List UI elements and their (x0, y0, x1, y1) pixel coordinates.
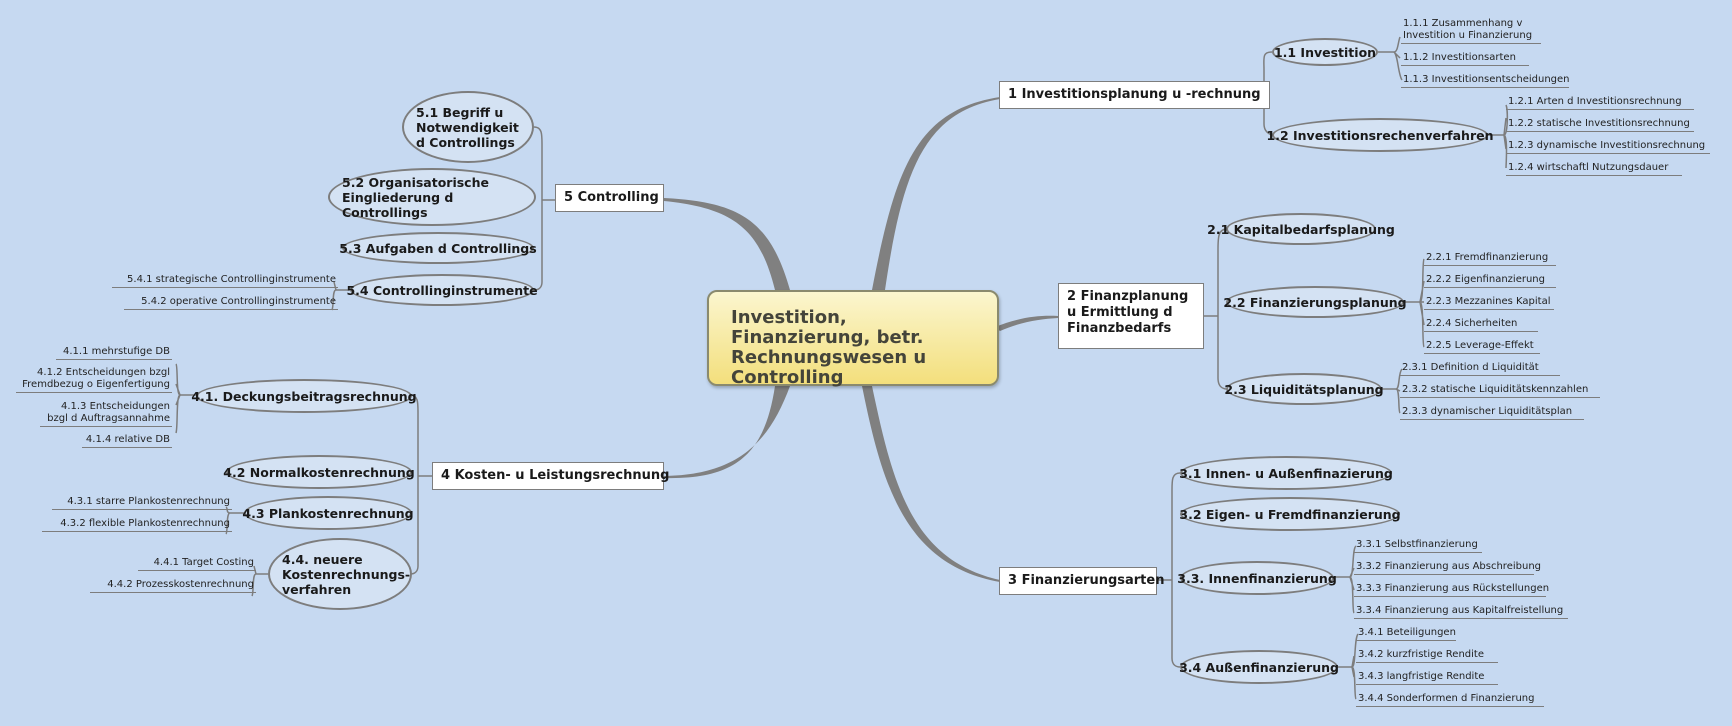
leaf-1-2-4[interactable]: 1.2.4 wirtschaftl Nutzungsdauer (1506, 162, 1682, 176)
topic-3-2[interactable]: 3.2 Eigen- u Fremdfinanzierung (1179, 497, 1401, 531)
leaf-3-3-4[interactable]: 3.3.4 Finanzierung aus Kapitalfreistellu… (1354, 605, 1568, 619)
topic-1-2[interactable]: 1.2 Investitionsrechenverfahren (1267, 118, 1494, 152)
topic-5-2[interactable]: 5.2 Organisatorische Eingliederung d Con… (328, 168, 536, 226)
topic-4-2[interactable]: 4.2 Normalkostenrechnung (223, 455, 415, 489)
leaf-4-3-2[interactable]: 4.3.2 flexible Plankostenrechnung (42, 518, 232, 532)
leaf-3-3-3[interactable]: 3.3.3 Finanzierung aus Rückstellungen (1354, 583, 1549, 597)
leaf-1-2-2[interactable]: 1.2.2 statische Investitionsrechnung (1506, 118, 1694, 132)
topic-5-3[interactable]: 5.3 Aufgaben d Controllings (339, 232, 537, 264)
leaf-2-3-3[interactable]: 2.3.3 dynamischer Liquiditätsplan (1400, 406, 1584, 420)
branch-1-topic[interactable]: 1 Investitionsplanung u -rechnung (999, 81, 1270, 109)
leaf-5-4-1[interactable]: 5.4.1 strategische Controllinginstrument… (112, 274, 338, 288)
leaf-1-1-2[interactable]: 1.1.2 Investitionsarten (1401, 52, 1529, 66)
leaf-2-3-2[interactable]: 2.3.2 statische Liquiditätskennzahlen (1400, 384, 1600, 398)
leaf-4-3-1[interactable]: 4.3.1 starre Plankostenrechnung (52, 496, 232, 510)
topic-1-1[interactable]: 1.1 Investition (1272, 38, 1378, 66)
leaf-5-4-2[interactable]: 5.4.2 operative Controllinginstrumente (124, 296, 338, 310)
topic-3-1[interactable]: 3.1 Innen- u Außenfinazierung (1179, 456, 1393, 490)
leaf-3-4-1[interactable]: 3.4.1 Beteiligungen (1356, 627, 1456, 641)
leaf-2-2-1[interactable]: 2.2.1 Fremdfinanzierung (1424, 252, 1556, 266)
leaf-1-1-1[interactable]: 1.1.1 Zusammenhang v Investition u Finan… (1401, 18, 1541, 44)
leaf-3-4-3[interactable]: 3.4.3 langfristige Rendite (1356, 671, 1498, 685)
topic-3-3[interactable]: 3.3. Innenfinanzierung (1177, 561, 1337, 595)
topic-3-4[interactable]: 3.4 Außenfinanzierung (1179, 650, 1339, 684)
leaf-1-2-1[interactable]: 1.2.1 Arten d Investitionsrechnung (1506, 96, 1694, 110)
leaf-4-4-1[interactable]: 4.4.1 Target Costing (138, 557, 256, 571)
topic-5-4[interactable]: 5.4 Controllinginstrumente (346, 274, 538, 306)
leaf-4-4-2[interactable]: 4.4.2 Prozesskostenrechnung (90, 579, 256, 593)
branch-2-topic[interactable]: 2 Finanzplanung u Ermittlung d Finanzbed… (1058, 283, 1204, 349)
leaf-2-3-1[interactable]: 2.3.1 Definition d Liquidität (1400, 362, 1560, 376)
leaf-2-2-2[interactable]: 2.2.2 Eigenfinanzierung (1424, 274, 1556, 288)
leaf-1-2-3[interactable]: 1.2.3 dynamische Investitionsrechnung (1506, 140, 1710, 154)
leaf-4-1-4[interactable]: 4.1.4 relative DB (82, 434, 172, 448)
topic-4-1[interactable]: 4.1. Deckungsbeitragsrechnung (191, 379, 417, 413)
branch-3-topic[interactable]: 3 Finanzierungsarten (999, 567, 1164, 595)
branch-5-topic[interactable]: 5 Controlling (555, 184, 664, 212)
leaf-2-2-3[interactable]: 2.2.3 Mezzanines Kapital (1424, 296, 1554, 310)
topic-2-3[interactable]: 2.3 Liquiditätsplanung (1224, 373, 1384, 405)
topic-4-3[interactable]: 4.3 Plankostenrechnung (242, 496, 414, 530)
topic-4-4[interactable]: 4.4. neuere Kostenrechnungs-verfahren (268, 538, 412, 610)
leaf-2-2-4[interactable]: 2.2.4 Sicherheiten (1424, 318, 1538, 332)
topic-2-2[interactable]: 2.2 Finanzierungsplanung (1223, 286, 1407, 318)
leaf-1-1-3[interactable]: 1.1.3 Investitionsentscheidungen (1401, 74, 1570, 88)
leaf-2-2-5[interactable]: 2.2.5 Leverage-Effekt (1424, 340, 1540, 354)
central-topic[interactable]: Investition, Finanzierung, betr. Rechnun… (707, 290, 999, 388)
leaf-4-1-1[interactable]: 4.1.1 mehrstufige DB (56, 346, 172, 360)
branch-4-topic[interactable]: 4 Kosten- u Leistungsrechnung (432, 462, 669, 490)
leaf-3-4-2[interactable]: 3.4.2 kurzfristige Rendite (1356, 649, 1498, 663)
topic-2-1[interactable]: 2.1 Kapitalbedarfsplanung (1207, 213, 1395, 245)
leaf-4-1-3[interactable]: 4.1.3 Entscheidungen bzgl d Auftragsanna… (40, 401, 172, 427)
leaf-3-3-1[interactable]: 3.3.1 Selbstfinanzierung (1354, 539, 1482, 553)
leaf-4-1-2[interactable]: 4.1.2 Entscheidungen bzgl Fremdbezug o E… (16, 367, 172, 393)
leaf-3-4-4[interactable]: 3.4.4 Sonderformen d Finanzierung (1356, 693, 1544, 707)
leaf-3-3-2[interactable]: 3.3.2 Finanzierung aus Abschreibung (1354, 561, 1541, 575)
topic-5-1[interactable]: 5.1 Begriff u Notwendigkeit d Controllin… (402, 91, 534, 163)
